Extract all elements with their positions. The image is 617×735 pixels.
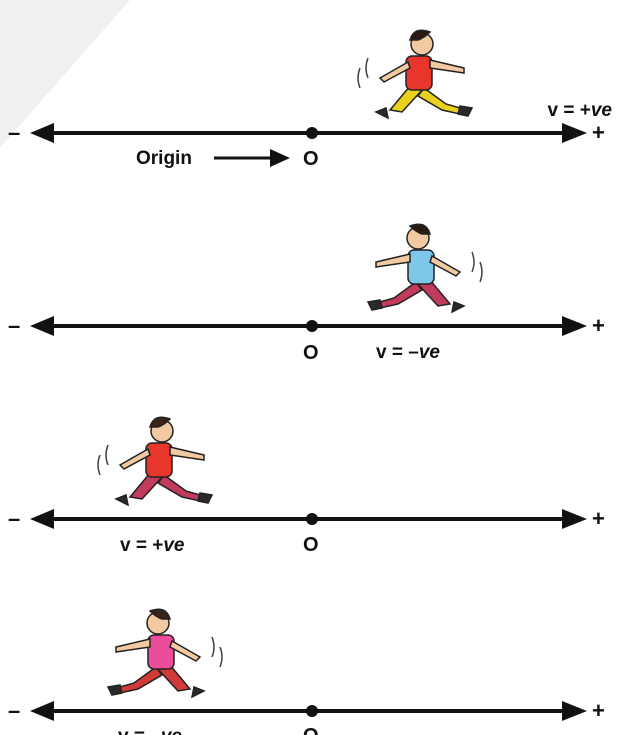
minus-label-2: – (8, 313, 20, 338)
motion-line-icon (479, 261, 483, 283)
origin-dot-1 (306, 127, 318, 139)
panel-1: – + O v = +ve Origin (8, 29, 613, 170)
left-arrowhead-3 (30, 509, 54, 529)
runner-4 (106, 608, 223, 699)
velocity-label-3: v = +ve (120, 535, 185, 556)
origin-dot-2 (306, 320, 318, 332)
motion-line-icon (211, 636, 215, 658)
minus-label-4: – (8, 698, 20, 723)
plus-label-2: + (592, 313, 605, 338)
origin-dot-4 (306, 705, 318, 717)
origin-label-1: O (303, 148, 319, 170)
plus-label-4: + (592, 698, 605, 723)
panel-4: – + O v = –ve (8, 608, 605, 735)
origin-label-2: O (303, 342, 319, 364)
runner-figure-icon (106, 608, 206, 699)
origin-pointer-label: Origin (136, 148, 192, 169)
runner-3 (97, 416, 214, 507)
plus-label-1: + (592, 120, 605, 145)
runner-figure-icon (374, 29, 474, 120)
runner-figure-icon (114, 416, 214, 507)
motion-line-icon (471, 251, 475, 273)
motion-line-icon (357, 67, 361, 89)
origin-label-4: O (303, 725, 319, 735)
motion-line-icon (365, 57, 369, 79)
right-arrowhead-2 (562, 316, 587, 336)
right-arrowhead-3 (562, 509, 587, 529)
runner-2 (366, 223, 483, 314)
velocity-label-1: v = +ve (548, 100, 613, 121)
runner-figure-icon (366, 223, 466, 314)
origin-label-3: O (303, 534, 319, 556)
minus-label-1: – (8, 120, 20, 145)
left-arrowhead-2 (30, 316, 54, 336)
runner-1 (357, 29, 474, 120)
right-arrowhead-4 (562, 701, 587, 721)
motion-line-icon (97, 454, 101, 476)
velocity-label-4: v = –ve (118, 726, 182, 735)
velocity-label-2: v = –ve (376, 342, 440, 363)
panel-3: – + O v = +ve (8, 416, 605, 556)
origin-dot-3 (306, 513, 318, 525)
plus-label-3: + (592, 506, 605, 531)
panel-2: – + O v = –ve (8, 223, 605, 364)
left-arrowhead-1 (30, 123, 54, 143)
minus-label-3: – (8, 506, 20, 531)
left-arrowhead-4 (30, 701, 54, 721)
origin-pointer-arrowhead (270, 149, 290, 167)
motion-line-icon (105, 444, 109, 466)
motion-line-icon (219, 646, 223, 668)
right-arrowhead-1 (562, 123, 587, 143)
